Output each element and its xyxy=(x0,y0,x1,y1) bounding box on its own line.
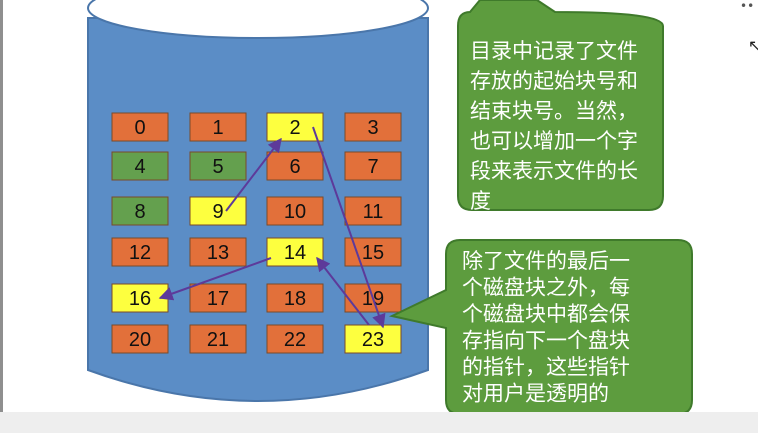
disk-block-4: 4 xyxy=(111,151,169,181)
callout-1-line: 也可以增加一个字 xyxy=(470,129,638,153)
callout-1-line: 存放的起始块号和 xyxy=(470,69,638,93)
disk-block-8: 8 xyxy=(111,196,169,226)
disk-block-label: 14 xyxy=(284,242,306,264)
disk-block-label: 1 xyxy=(212,117,223,139)
callout-2-line: 个磁盘块之外，每 xyxy=(462,276,630,300)
callout-1-line: 段来表示文件的长 xyxy=(470,159,638,183)
disk-cylinder-body xyxy=(87,17,429,402)
disk-block-rect xyxy=(344,324,402,354)
disk-block-rect xyxy=(344,237,402,267)
left-edge xyxy=(0,0,3,433)
disk-block-label: 11 xyxy=(363,201,384,223)
disk-block-9: 9 xyxy=(189,196,247,226)
disk-block-label: 5 xyxy=(212,156,223,178)
disk-block-18: 18 xyxy=(266,283,324,313)
callout-2-line: 个磁盘块中都会保 xyxy=(462,302,630,326)
disk-block-label: 6 xyxy=(289,156,300,178)
link-arrow-23-to-14 xyxy=(316,256,370,326)
disk-block-rect xyxy=(111,237,169,267)
link-arrow-14-to-16 xyxy=(158,257,272,301)
disk-block-label: 0 xyxy=(134,117,145,139)
disk-block-3: 3 xyxy=(344,112,402,142)
disk-block-rect xyxy=(189,237,247,267)
disk-block-rect xyxy=(344,196,402,226)
disk-block-0: 0 xyxy=(111,112,169,142)
disk-block-rect xyxy=(189,324,247,354)
disk-block-11: 11 xyxy=(344,196,402,226)
disk-block-16: 16 xyxy=(111,283,169,313)
disk-block-1: 1 xyxy=(189,112,247,142)
disk-block-22: 22 xyxy=(266,324,324,354)
mouse-cursor-icon: ↖ xyxy=(748,36,758,55)
disk-block-rect xyxy=(344,112,402,142)
callout-1-line: 目录中记录了文件 xyxy=(470,39,638,63)
disk-block-label: 15 xyxy=(362,242,384,264)
callout-2-line: 对用户是透明的 xyxy=(462,382,609,406)
disk-block-14: 14 xyxy=(266,237,324,267)
disk-block-label: 22 xyxy=(284,329,306,351)
disk-block-15: 15 xyxy=(344,237,402,267)
bottom-band xyxy=(0,412,758,433)
disk-block-label: 18 xyxy=(284,288,306,310)
callout-2-line: 的指针，这些指针 xyxy=(462,355,630,379)
disk-block-rect xyxy=(111,283,169,313)
disk-block-label: 17 xyxy=(207,288,229,310)
disk-block-rect xyxy=(189,283,247,313)
disk-block-21: 21 xyxy=(189,324,247,354)
disk-block-rect xyxy=(266,283,324,313)
disk-block-13: 13 xyxy=(189,237,247,267)
disk-block-2: 2 xyxy=(266,112,324,142)
disk-block-rect xyxy=(344,151,402,181)
disk-block-23: 23 xyxy=(344,324,402,354)
disk-block-label: 16 xyxy=(129,288,151,310)
callout-directory-info xyxy=(457,0,664,211)
disk-block-label: 4 xyxy=(134,156,145,178)
disk-block-rect xyxy=(111,151,169,181)
disk-block-rect xyxy=(266,237,324,267)
disk-block-rect xyxy=(189,151,247,181)
disk-block-label: 7 xyxy=(367,156,378,178)
disk-block-label: 8 xyxy=(134,201,145,223)
disk-block-label: 9 xyxy=(212,201,223,223)
callout-2-line: 存指向下一个盘块 xyxy=(462,329,630,353)
disk-block-6: 6 xyxy=(266,151,324,181)
disk-block-rect xyxy=(266,324,324,354)
disk-block-rect xyxy=(111,196,169,226)
disk-block-rect xyxy=(111,324,169,354)
link-arrow-9-to-2 xyxy=(225,137,282,212)
disk-block-label: 23 xyxy=(362,329,384,351)
disk-block-5: 5 xyxy=(189,151,247,181)
disk-block-7: 7 xyxy=(344,151,402,181)
disk-block-rect xyxy=(189,196,247,226)
disk-block-20: 20 xyxy=(111,324,169,354)
disk-block-rect xyxy=(111,112,169,142)
disk-block-rect xyxy=(266,196,324,226)
disk-block-10: 10 xyxy=(266,196,324,226)
disk-block-label: 20 xyxy=(129,329,151,351)
disk-block-label: 2 xyxy=(289,117,300,139)
disk-block-label: 10 xyxy=(284,201,306,223)
callout-2-line: 除了文件的最后一 xyxy=(462,249,630,273)
disk-block-12: 12 xyxy=(111,237,169,267)
callout-1-line: 结束块号。当然， xyxy=(470,99,638,123)
link-arrow-2-to-23 xyxy=(312,126,386,329)
corner-indicator-icon: •• xyxy=(740,0,755,13)
disk-block-label: 13 xyxy=(207,242,229,264)
disk-block-17: 17 xyxy=(189,283,247,313)
disk-block-rect xyxy=(266,151,324,181)
disk-block-rect xyxy=(189,112,247,142)
disk-block-label: 3 xyxy=(367,117,378,139)
callout-1-line: 度 xyxy=(470,189,491,213)
disk-block-label: 12 xyxy=(129,242,151,264)
disk-cylinder-top xyxy=(87,0,429,39)
disk-block-label: 21 xyxy=(207,329,229,351)
